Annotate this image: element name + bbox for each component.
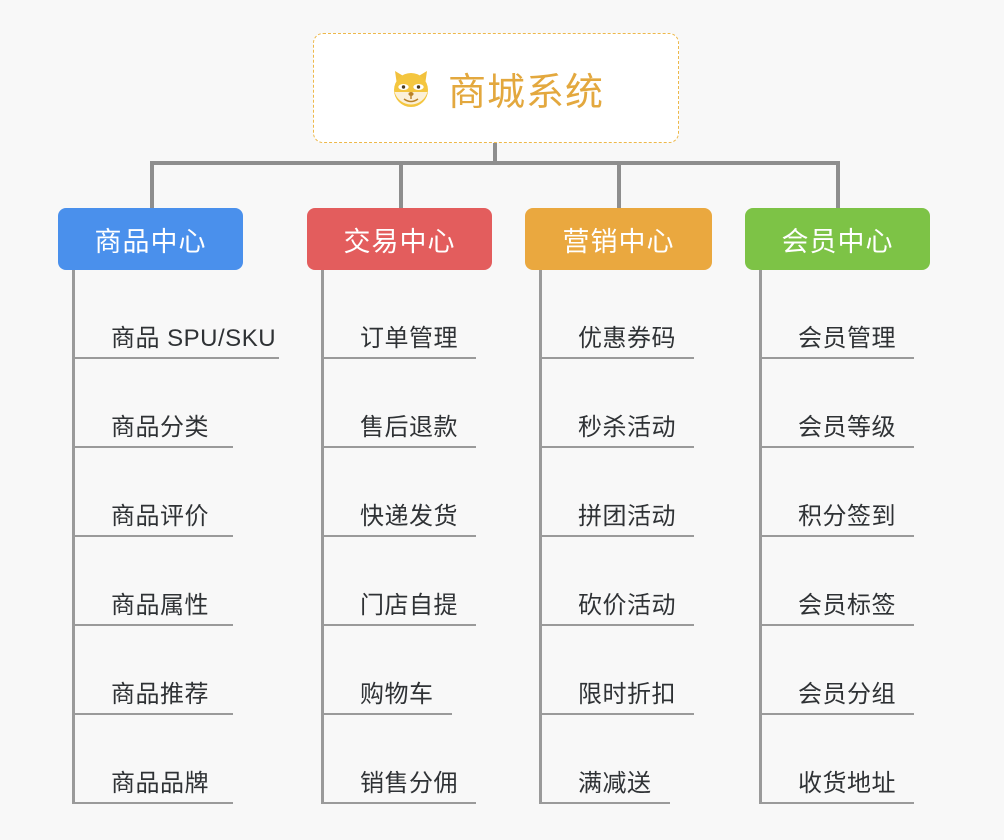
list-item-label: 会员分组 [798, 681, 896, 708]
branch-column-member: 会员中心 会员管理 会员等级 积分签到 会员标签 会员分组 [745, 208, 930, 804]
list-item[interactable]: 满减送 [542, 715, 712, 804]
list-item[interactable]: 砍价活动 [542, 537, 712, 626]
list-item-label: 会员标签 [798, 592, 896, 619]
list-item[interactable]: 商品分类 [75, 359, 243, 448]
category-header-product[interactable]: 商品中心 [58, 208, 243, 270]
leaf-underline [762, 357, 914, 359]
list-item[interactable]: 商品品牌 [75, 715, 243, 804]
list-item[interactable]: 商品属性 [75, 537, 243, 626]
category-header-member[interactable]: 会员中心 [745, 208, 930, 270]
leaf-underline [75, 535, 233, 537]
connector-root-vertical [493, 143, 497, 165]
list-item-label: 满减送 [578, 770, 652, 797]
leaf-underline [75, 446, 233, 448]
list-item-label: 会员管理 [798, 325, 896, 352]
list-item[interactable]: 商品推荐 [75, 626, 243, 715]
leaf-underline [75, 802, 233, 804]
branch-spine-member: 会员管理 会员等级 积分签到 会员标签 会员分组 收货地址 [759, 270, 930, 804]
connector-drop-1 [150, 161, 154, 209]
leaf-underline [762, 535, 914, 537]
connector-drop-2 [399, 161, 403, 209]
category-header-label: 商品中心 [94, 226, 207, 257]
list-item[interactable]: 秒杀活动 [542, 359, 712, 448]
list-item[interactable]: 商品评价 [75, 448, 243, 537]
list-item-label: 商品属性 [111, 592, 209, 619]
list-item[interactable]: 优惠券码 [542, 270, 712, 359]
category-header-marketing[interactable]: 营销中心 [525, 208, 712, 270]
list-item[interactable]: 收货地址 [762, 715, 930, 804]
list-item[interactable]: 售后退款 [324, 359, 492, 448]
leaf-underline [324, 535, 476, 537]
leaf-underline [75, 357, 279, 359]
root-title: 商城系统 [447, 71, 604, 114]
list-item[interactable]: 会员标签 [762, 537, 930, 626]
list-item[interactable]: 限时折扣 [542, 626, 712, 715]
list-item[interactable]: 会员管理 [762, 270, 930, 359]
list-item-label: 销售分佣 [360, 770, 458, 797]
list-item[interactable]: 门店自提 [324, 537, 492, 626]
list-item-label: 积分签到 [798, 503, 896, 530]
branch-spine-trade: 订单管理 售后退款 快递发货 门店自提 购物车 销售分佣 [321, 270, 492, 804]
leaf-underline [75, 713, 233, 715]
leaf-underline [542, 535, 694, 537]
leaf-underline [542, 446, 694, 448]
leaf-underline [762, 713, 914, 715]
branch-column-trade: 交易中心 订单管理 售后退款 快递发货 门店自提 购物车 [307, 208, 492, 804]
list-item-label: 限时折扣 [578, 681, 676, 708]
list-item[interactable]: 购物车 [324, 626, 492, 715]
list-item-label: 商品推荐 [111, 681, 209, 708]
list-item[interactable]: 会员等级 [762, 359, 930, 448]
connector-horizontal-bus [150, 161, 840, 165]
leaf-underline [324, 624, 476, 626]
leaf-underline [762, 802, 914, 804]
list-item-label: 订单管理 [360, 325, 458, 352]
category-header-label: 营销中心 [562, 226, 675, 257]
leaf-underline [762, 624, 914, 626]
leaf-underline [324, 802, 476, 804]
list-item-label: 商品品牌 [111, 770, 209, 797]
category-header-label: 会员中心 [781, 226, 894, 257]
leaf-underline [324, 446, 476, 448]
list-item[interactable]: 积分签到 [762, 448, 930, 537]
shiba-dog-face-icon [388, 65, 434, 111]
list-item-label: 砍价活动 [578, 592, 676, 619]
leaf-underline [542, 802, 670, 804]
list-item[interactable]: 拼团活动 [542, 448, 712, 537]
branch-column-product: 商品中心 商品 SPU/SKU 商品分类 商品评价 商品属性 商品推荐 [58, 208, 279, 804]
branch-spine-product: 商品 SPU/SKU 商品分类 商品评价 商品属性 商品推荐 商品品牌 [72, 270, 279, 804]
list-item[interactable]: 会员分组 [762, 626, 930, 715]
list-item-label: 售后退款 [360, 414, 458, 441]
branch-spine-marketing: 优惠券码 秒杀活动 拼团活动 砍价活动 限时折扣 满减送 [539, 270, 712, 804]
leaf-underline [542, 357, 694, 359]
branch-column-marketing: 营销中心 优惠券码 秒杀活动 拼团活动 砍价活动 限时折扣 [525, 208, 712, 804]
list-item-label: 会员等级 [798, 414, 896, 441]
list-item-label: 秒杀活动 [578, 414, 676, 441]
list-item[interactable]: 商品 SPU/SKU [75, 270, 279, 359]
list-item-label: 商品分类 [111, 414, 209, 441]
list-item[interactable]: 销售分佣 [324, 715, 492, 804]
list-item-label: 商品评价 [111, 503, 209, 530]
list-item-label: 收货地址 [798, 770, 896, 797]
list-item[interactable]: 快递发货 [324, 448, 492, 537]
category-header-label: 交易中心 [343, 226, 456, 257]
category-header-trade[interactable]: 交易中心 [307, 208, 492, 270]
leaf-underline [542, 713, 694, 715]
list-item[interactable]: 订单管理 [324, 270, 492, 359]
list-item-label: 购物车 [360, 681, 434, 708]
leaf-underline [542, 624, 694, 626]
list-item-label: 商品 SPU/SKU [111, 325, 277, 352]
connector-drop-3 [617, 161, 621, 209]
list-item-label: 拼团活动 [578, 503, 676, 530]
leaf-underline [75, 624, 233, 626]
root-node[interactable]: 商城系统 [313, 33, 679, 143]
leaf-underline [762, 446, 914, 448]
list-item-label: 快递发货 [360, 503, 458, 530]
leaf-underline [324, 357, 476, 359]
leaf-underline [324, 713, 452, 715]
connector-drop-4 [836, 161, 840, 209]
list-item-label: 优惠券码 [578, 325, 676, 352]
list-item-label: 门店自提 [360, 592, 458, 619]
